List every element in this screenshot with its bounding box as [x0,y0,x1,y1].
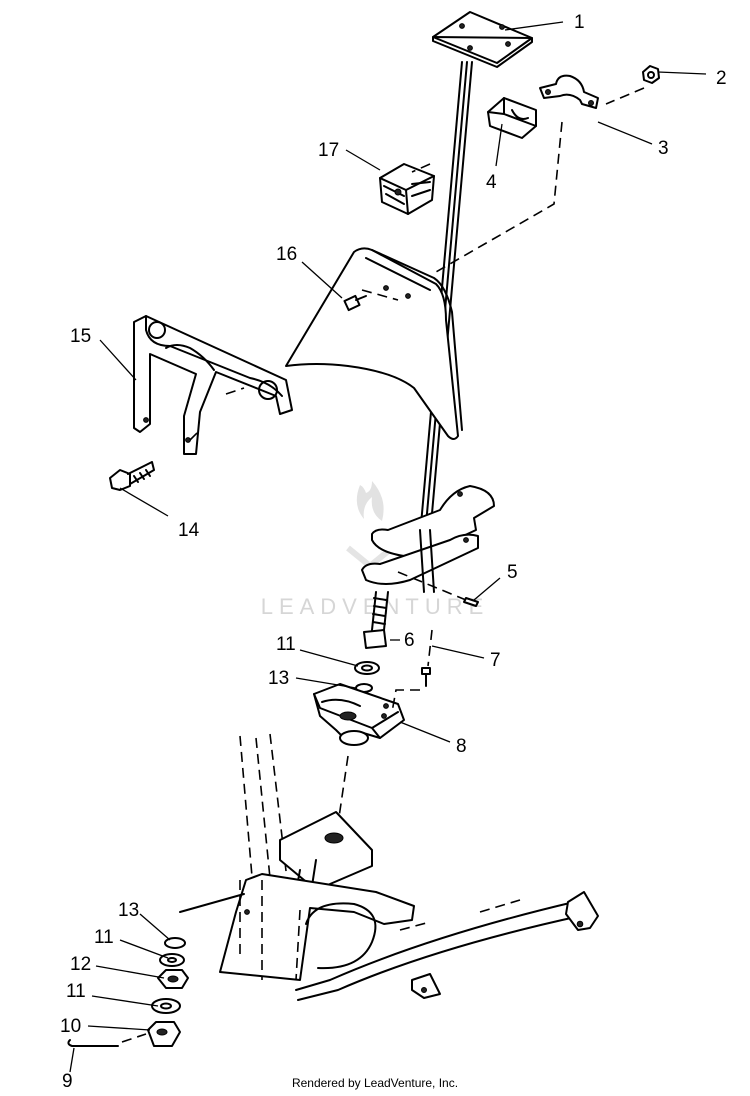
callout-8: 8 [456,736,467,757]
part-5-key [463,597,479,607]
part-15-bracket [133,315,293,455]
upper-washers [354,661,380,693]
callout-9: 9 [62,1071,73,1092]
part-17-rubber-bushing [379,163,435,215]
part-8-block [313,683,405,746]
part-3-clamp [539,74,599,109]
callout-16: 16 [276,244,297,265]
callout-13-lower: 13 [118,900,139,921]
callout-13-upper: 13 [268,668,289,689]
callout-1: 1 [574,12,585,33]
watermark-text: LEADVENTURE [261,594,490,619]
part-16-bolt [343,294,367,312]
part-4-bushing [487,97,537,139]
part-1-plate-and-shaft [419,11,533,537]
part-14-bolt [109,461,155,491]
callout-6: 6 [404,630,415,651]
part-11-washer-c [151,998,181,1014]
callout-7: 7 [490,650,501,671]
callout-17: 17 [318,140,339,161]
lower-bracket-plates [361,485,495,593]
callout-11-middle: 11 [94,927,114,948]
callout-5: 5 [507,562,518,583]
callout-11-upper: 11 [276,634,296,655]
callouts: 1 2 3 4 5 6 7 8 9 10 11 11 11 12 13 13 1… [60,12,727,1092]
footer-credit: Rendered by LeadVenture, Inc. [291,1076,459,1090]
callout-15: 15 [70,326,91,347]
part-2-nut [642,65,660,84]
callout-10: 10 [60,1016,81,1037]
main-bracket [285,247,463,440]
callout-11-lower: 11 [66,981,86,1002]
part-13-lower-washer [164,937,186,949]
part-6-coupler [363,591,389,649]
callout-12: 12 [70,954,91,975]
frame [219,733,599,1001]
callout-2: 2 [716,68,727,89]
assembly-lines [121,87,645,1043]
callout-4: 4 [486,172,497,193]
callout-3: 3 [658,138,669,159]
flame-logo-icon [356,481,384,521]
callout-14: 14 [178,520,200,541]
leader-lines [69,21,707,1073]
watermark: LEADVENTURE [261,481,490,619]
part-7-screw [421,667,431,687]
part-9-cotter-pin [67,1039,119,1047]
